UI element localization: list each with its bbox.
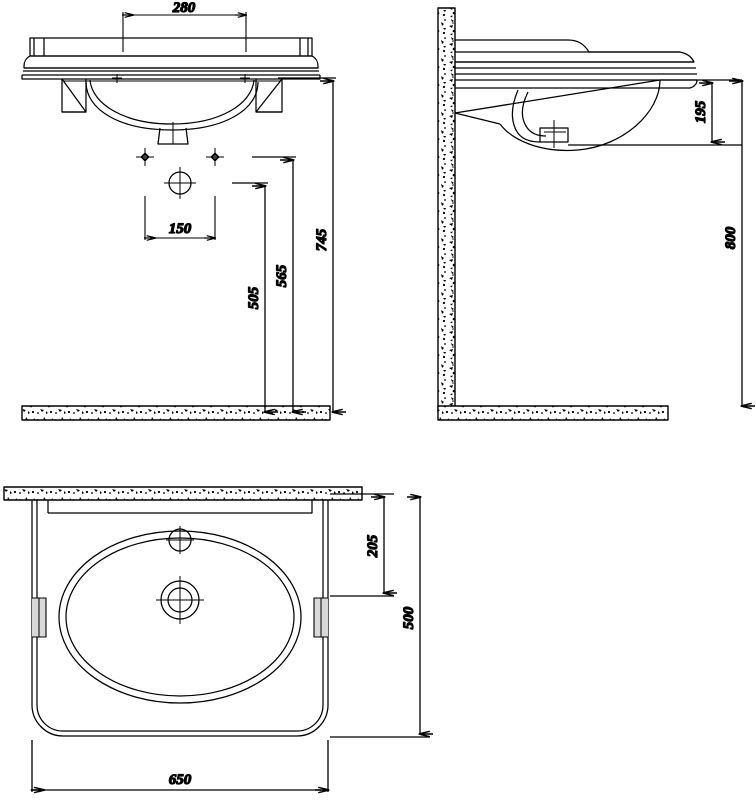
dimension-800: 800 xyxy=(722,81,742,406)
right-tap-hole-icon xyxy=(206,148,224,166)
plan-wall xyxy=(3,486,363,501)
side-section-view: 195 800 xyxy=(437,7,742,421)
front-tap-holes xyxy=(136,148,224,199)
dimension-565: 565 xyxy=(252,156,296,412)
dimension-500: 500 xyxy=(330,497,430,738)
side-floor-slab xyxy=(437,405,669,421)
dimension-745-label: 745 xyxy=(314,228,330,251)
dimension-565-label: 565 xyxy=(274,264,290,287)
dimension-205-label: 205 xyxy=(365,534,381,558)
front-floor-slab xyxy=(21,405,331,421)
plan-right-bracket xyxy=(313,597,328,638)
dimension-500-label: 500 xyxy=(401,606,417,629)
front-basin-body xyxy=(21,37,321,145)
plan-tap-hole-icon xyxy=(166,526,194,554)
dimension-505-label: 505 xyxy=(246,286,262,309)
dimension-195: 195 xyxy=(568,79,742,146)
side-basin-profile xyxy=(454,39,698,152)
dimension-195-label: 195 xyxy=(693,100,709,123)
dimension-150: 150 xyxy=(145,196,215,240)
left-tap-hole-icon xyxy=(136,148,154,166)
dimension-205: 205 xyxy=(330,493,394,597)
plan-view: 205 500 650 xyxy=(3,486,430,792)
dimension-150-label: 150 xyxy=(169,221,192,237)
plan-basin-outline xyxy=(31,500,329,737)
dimension-800-label: 800 xyxy=(723,226,739,249)
front-waste-outlet-icon xyxy=(164,167,196,199)
dimension-280-label: 280 xyxy=(172,0,196,16)
dimension-650: 650 xyxy=(32,740,328,792)
dimension-280: 280 xyxy=(123,0,246,52)
dimension-745: 745 xyxy=(278,77,336,412)
plan-left-bracket xyxy=(32,597,47,638)
side-wall xyxy=(437,7,456,413)
dimension-650-label: 650 xyxy=(169,772,192,788)
front-elevation-view: 280 xyxy=(21,0,336,421)
dimension-505: 505 xyxy=(232,182,268,412)
plan-waste-outlet-icon xyxy=(156,576,204,624)
